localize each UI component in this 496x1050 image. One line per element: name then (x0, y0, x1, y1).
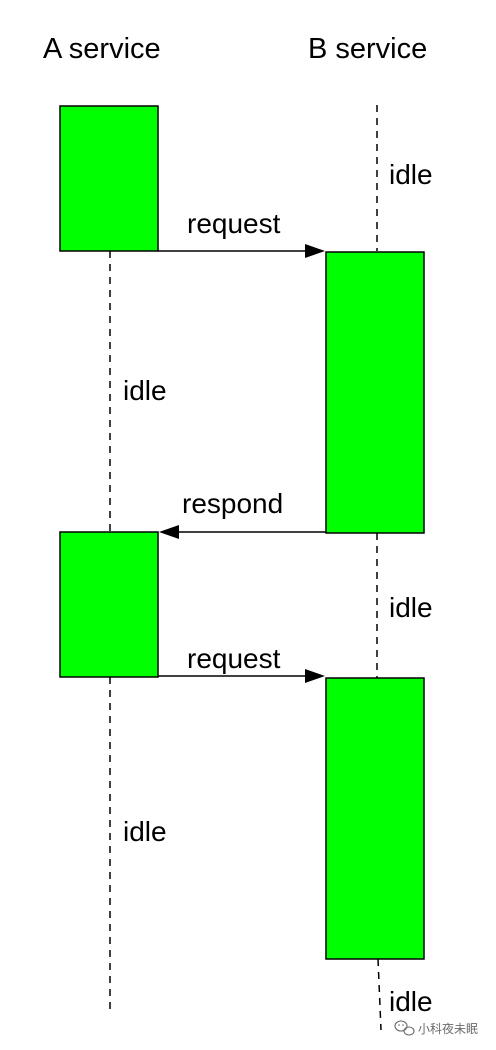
message-1-arrowhead (305, 244, 325, 258)
message-3-label: request (187, 643, 281, 674)
idle-label-a-2: idle (123, 816, 167, 847)
idle-label-b-2: idle (389, 592, 433, 623)
activation-a-1 (59, 105, 159, 252)
activation-b-1 (325, 251, 425, 534)
idle-label-a-1: idle (123, 375, 167, 406)
participant-b-title: B service (308, 33, 427, 65)
watermark-text: 小科夜未眠 (418, 1021, 478, 1036)
activation-b-2 (325, 677, 425, 960)
idle-label-b-1: idle (389, 159, 433, 190)
message-2-label: respond (182, 488, 283, 519)
message-2-arrowhead (159, 525, 179, 539)
idle-label-b-3: idle (389, 986, 433, 1017)
lifeline-b-segment-3 (377, 958, 382, 1031)
participant-a-title: A service (43, 33, 161, 65)
message-1-label: request (187, 208, 281, 239)
activation-a-2 (59, 531, 159, 678)
wechat-icon (394, 1020, 415, 1036)
message-3-arrowhead (305, 669, 325, 683)
